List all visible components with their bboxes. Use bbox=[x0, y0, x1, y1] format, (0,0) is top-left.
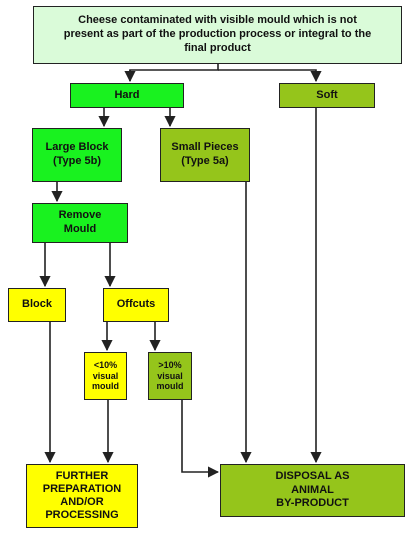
block-label: Block bbox=[22, 298, 52, 311]
offcuts-label: Offcuts bbox=[116, 298, 156, 311]
offcuts-node: Offcuts bbox=[103, 288, 169, 322]
contaminated-cheese-node: Cheese contaminated with visible mould w… bbox=[33, 6, 402, 64]
disposal-line-1: DISPOSAL AS bbox=[275, 469, 350, 482]
connector-top-to-soft bbox=[218, 69, 322, 83]
over-10-percent-mould-node: >10% visual mould bbox=[148, 352, 192, 400]
remove-mould-line-1: Remove bbox=[58, 209, 102, 222]
connector-over10-to-disposal bbox=[181, 400, 220, 478]
over-10-percent-line-2: visual bbox=[157, 370, 183, 381]
further-line-3: AND/OR bbox=[60, 496, 104, 508]
remove-mould-node: Remove Mould bbox=[32, 203, 128, 243]
connector-top-split bbox=[129, 64, 219, 81]
under-10-percent-mould-node: <10% visual mould bbox=[84, 352, 127, 400]
contaminated-cheese-line-2: present as part of the production proces… bbox=[63, 28, 372, 41]
block-node: Block bbox=[8, 288, 66, 322]
contaminated-cheese-line-1: Cheese contaminated with visible mould w… bbox=[78, 14, 357, 27]
further-line-2: PREPARATION bbox=[42, 482, 122, 495]
over-10-percent-line-1: >10% bbox=[158, 360, 182, 371]
disposal-node: DISPOSAL AS ANIMAL BY-PRODUCT bbox=[220, 464, 405, 517]
contaminated-cheese-line-3: final product bbox=[184, 41, 251, 54]
hard-node: Hard bbox=[70, 83, 184, 108]
under-10-percent-line-3: mould bbox=[92, 381, 119, 392]
small-pieces-label: Small Pieces bbox=[171, 141, 239, 154]
soft-label: Soft bbox=[316, 88, 338, 101]
under-10-percent-line-2: visual bbox=[92, 370, 119, 381]
further-line-4: PROCESSING bbox=[45, 509, 119, 522]
under-10-percent-line-1: <10% bbox=[93, 360, 118, 371]
further-preparation-node: FURTHER PREPARATION AND/OR PROCESSING bbox=[26, 464, 138, 528]
disposal-line-2: ANIMAL bbox=[291, 483, 334, 496]
hard-label: Hard bbox=[114, 88, 140, 101]
large-block-type: (Type 5b) bbox=[52, 155, 102, 167]
over-10-percent-line-3: mould bbox=[156, 381, 184, 392]
further-line-1: FURTHER bbox=[55, 469, 109, 482]
large-block-node: Large Block (Type 5b) bbox=[32, 128, 122, 182]
small-pieces-type: (Type 5a) bbox=[181, 155, 229, 167]
remove-mould-line-2: Mould bbox=[63, 223, 97, 235]
large-block-label: Large Block bbox=[45, 141, 109, 154]
soft-node: Soft bbox=[279, 83, 375, 108]
small-pieces-node: Small Pieces (Type 5a) bbox=[160, 128, 250, 182]
disposal-line-3: BY-PRODUCT bbox=[276, 497, 349, 510]
